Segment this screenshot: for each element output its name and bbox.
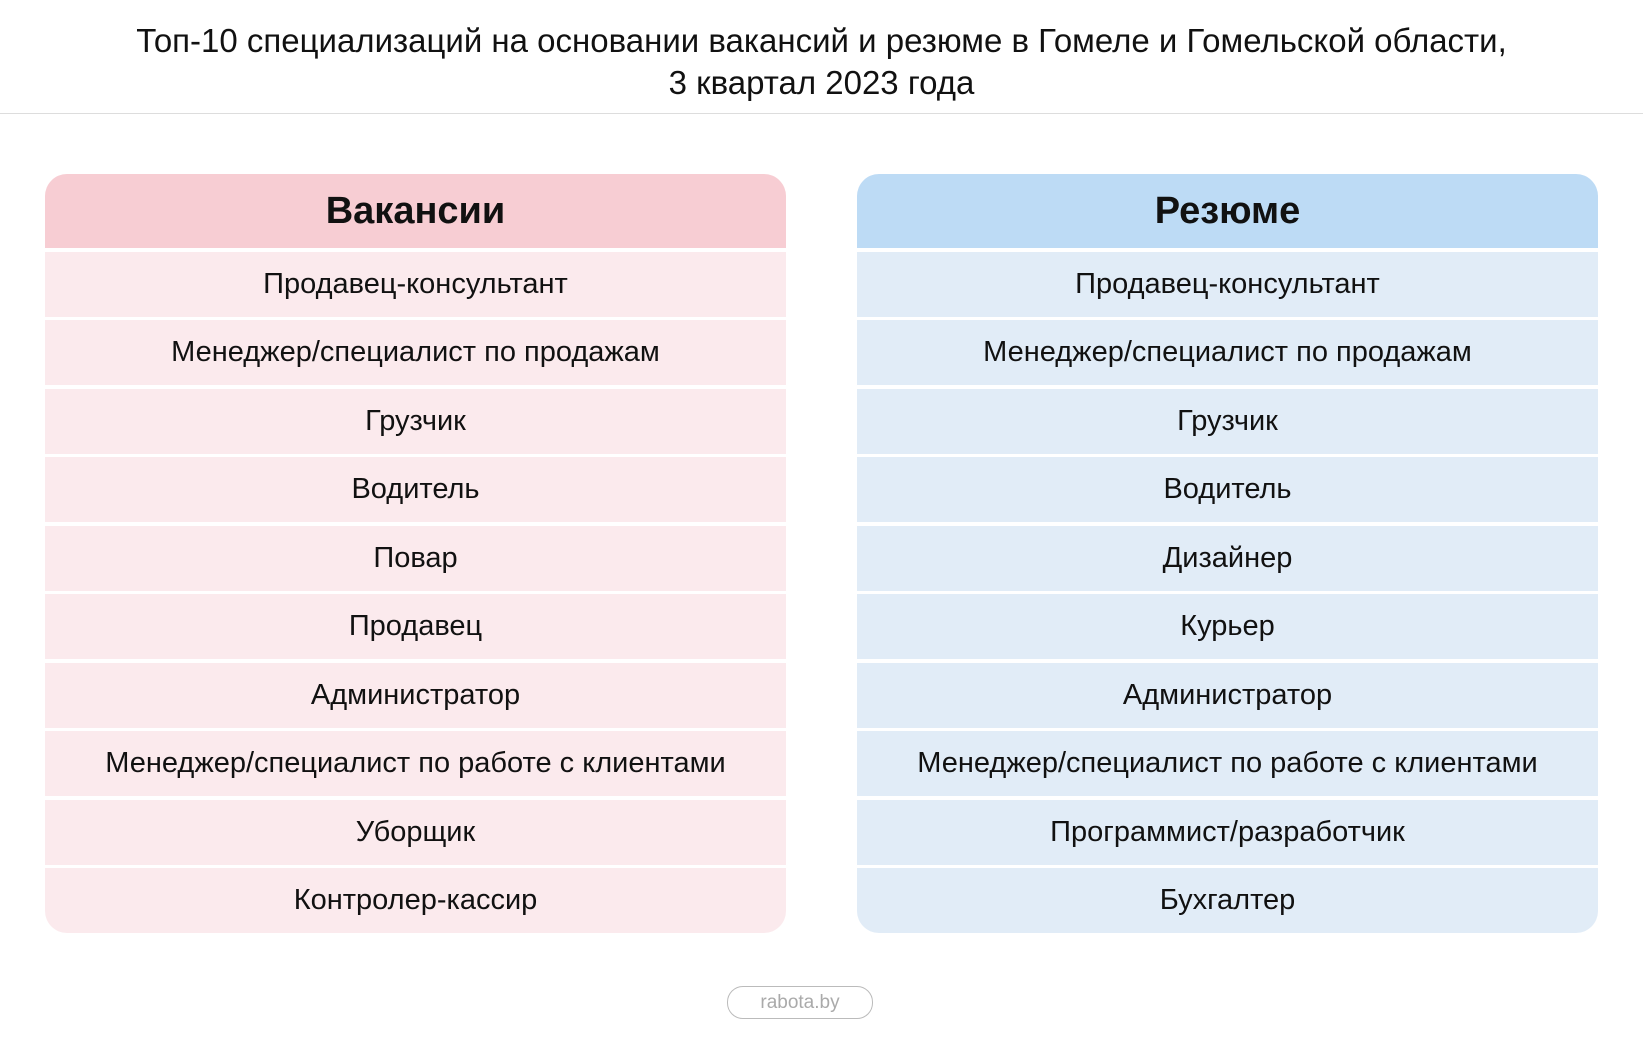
vacancy-row: Грузчик [45,388,786,454]
resume-row: Администратор [857,662,1598,728]
vacancy-row: Контролер-кассир [45,868,786,933]
vacancy-row: Повар [45,525,786,591]
resume-row: Продавец-консультант [857,251,1598,317]
vacancy-row: Уборщик [45,799,786,865]
resume-row: Менеджер/специалист по продажам [857,320,1598,385]
resume-row: Водитель [857,457,1598,522]
page-title: Топ-10 специализаций на основании ваканс… [0,20,1643,104]
resume-row: Бухгалтер [857,868,1598,933]
vacancies-header: Вакансии [45,174,786,248]
resume-row: Курьер [857,594,1598,659]
vacancy-row: Менеджер/специалист по работе с клиентам… [45,731,786,796]
title-line-1: Топ-10 специализаций на основании ваканс… [136,22,1507,59]
source-badge: rabota.by [727,986,873,1019]
resumes-header: Резюме [857,174,1598,248]
resume-row: Менеджер/специалист по работе с клиентам… [857,731,1598,796]
title-divider [0,113,1643,114]
vacancy-row: Продавец [45,594,786,659]
resume-row: Программист/разработчик [857,799,1598,865]
vacancy-row: Водитель [45,457,786,522]
vacancy-row: Менеджер/специалист по продажам [45,320,786,385]
resume-row: Дизайнер [857,525,1598,591]
resume-row: Грузчик [857,388,1598,454]
vacancy-row: Продавец-консультант [45,251,786,317]
title-line-2: 3 квартал 2023 года [668,64,975,101]
vacancy-row: Администратор [45,662,786,728]
